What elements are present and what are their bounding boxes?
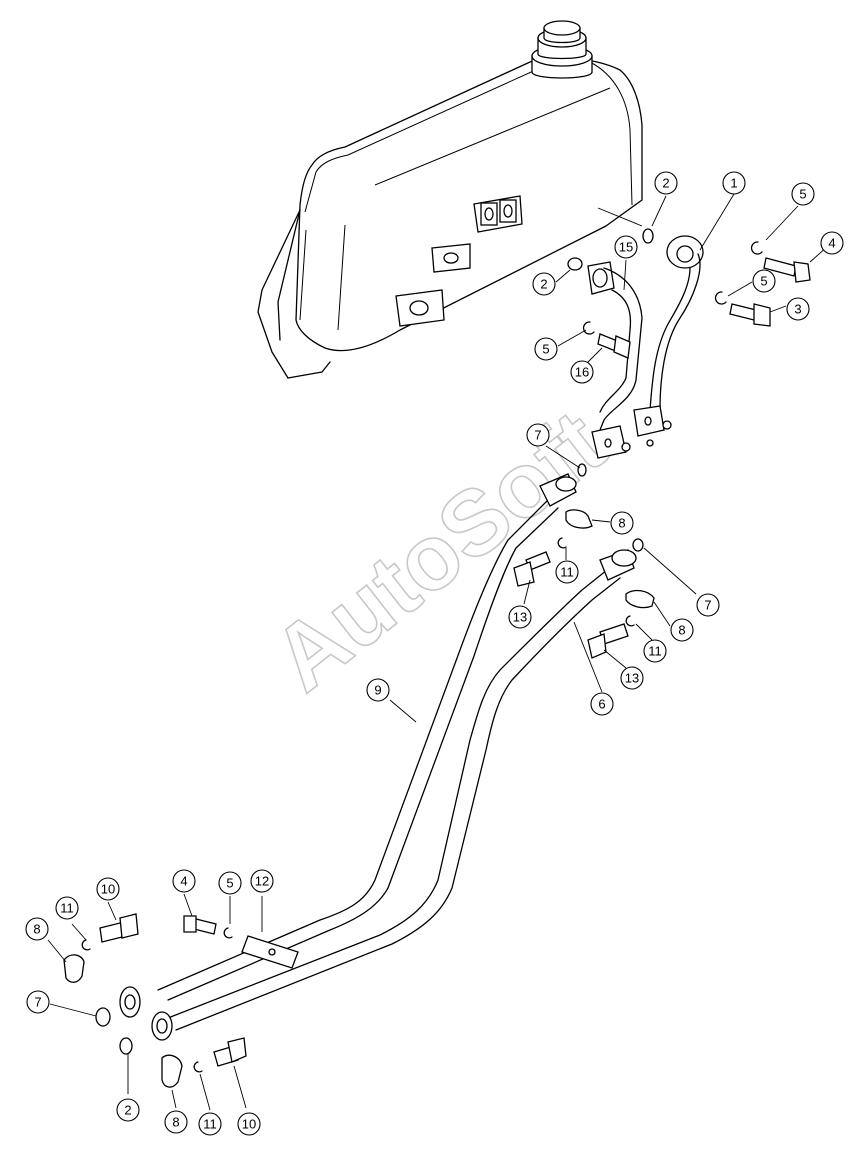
callout-10-a: 10 <box>96 877 120 901</box>
callout-7-a: 7 <box>526 423 550 447</box>
svg-text:1: 1 <box>730 176 737 191</box>
callout-2-a: 2 <box>654 171 678 195</box>
svg-text:5: 5 <box>799 187 806 202</box>
svg-text:13: 13 <box>625 671 639 686</box>
svg-text:8: 8 <box>33 922 40 937</box>
callout-3: 3 <box>786 297 810 321</box>
callout-9: 9 <box>366 678 390 702</box>
svg-text:9: 9 <box>374 683 381 698</box>
svg-text:8: 8 <box>172 1115 179 1130</box>
svg-text:10: 10 <box>101 882 115 897</box>
svg-text:13: 13 <box>513 610 527 625</box>
svg-text:15: 15 <box>619 240 633 255</box>
callout-8-a: 8 <box>610 511 634 535</box>
svg-text:10: 10 <box>242 1117 256 1132</box>
svg-text:4: 4 <box>180 874 187 889</box>
svg-text:6: 6 <box>598 697 605 712</box>
callout-11-a: 11 <box>555 560 579 584</box>
main-pipes <box>119 473 637 1041</box>
svg-text:5: 5 <box>760 274 767 289</box>
callout-5-c: 5 <box>534 337 558 361</box>
svg-text:7: 7 <box>34 995 41 1010</box>
svg-text:5: 5 <box>542 342 549 357</box>
watermark-text: AutoSoft <box>255 391 624 710</box>
callout-11-d: 11 <box>198 1112 222 1136</box>
svg-text:11: 11 <box>648 644 662 659</box>
svg-text:7: 7 <box>534 428 541 443</box>
small-parts <box>63 228 811 1088</box>
svg-text:11: 11 <box>560 565 574 580</box>
svg-text:8: 8 <box>618 516 625 531</box>
callout-16: 16 <box>570 360 594 384</box>
callout-8-c: 8 <box>25 917 49 941</box>
callout-11-b: 11 <box>643 639 667 663</box>
svg-text:12: 12 <box>255 874 269 889</box>
callout-7-c: 7 <box>26 990 50 1014</box>
callout-4-b: 4 <box>172 869 196 893</box>
callout-12: 12 <box>250 869 274 893</box>
svg-text:2: 2 <box>662 176 669 191</box>
svg-text:5: 5 <box>226 876 233 891</box>
callout-8-b: 8 <box>670 618 694 642</box>
callout-6: 6 <box>590 692 614 716</box>
callout-2-b: 2 <box>532 272 556 296</box>
callout-5-d: 5 <box>218 871 242 895</box>
svg-text:2: 2 <box>540 277 547 292</box>
svg-text:16: 16 <box>575 365 589 380</box>
callout-4-a: 4 <box>820 231 844 255</box>
callout-5-a: 5 <box>791 182 815 206</box>
callout-13-b: 13 <box>620 666 644 690</box>
svg-text:7: 7 <box>704 598 711 613</box>
callout-5-b: 5 <box>752 269 776 293</box>
callout-7-b: 7 <box>696 593 720 617</box>
fuel-tank <box>257 20 643 379</box>
callout-2-c: 2 <box>116 1098 140 1122</box>
svg-text:3: 3 <box>794 302 801 317</box>
svg-text:2: 2 <box>124 1103 131 1118</box>
svg-text:11: 11 <box>203 1117 217 1132</box>
svg-text:8: 8 <box>678 623 685 638</box>
svg-text:4: 4 <box>828 236 835 251</box>
callout-11-c: 11 <box>55 896 79 920</box>
leader-lines <box>47 193 829 1111</box>
upper-pipes <box>587 235 704 459</box>
callout-10-b: 10 <box>237 1112 261 1136</box>
callout-13-a: 13 <box>508 605 532 629</box>
callout-1: 1 <box>722 171 746 195</box>
callout-8-d: 8 <box>164 1110 188 1134</box>
callout-15: 15 <box>614 235 638 259</box>
svg-text:11: 11 <box>60 901 74 916</box>
